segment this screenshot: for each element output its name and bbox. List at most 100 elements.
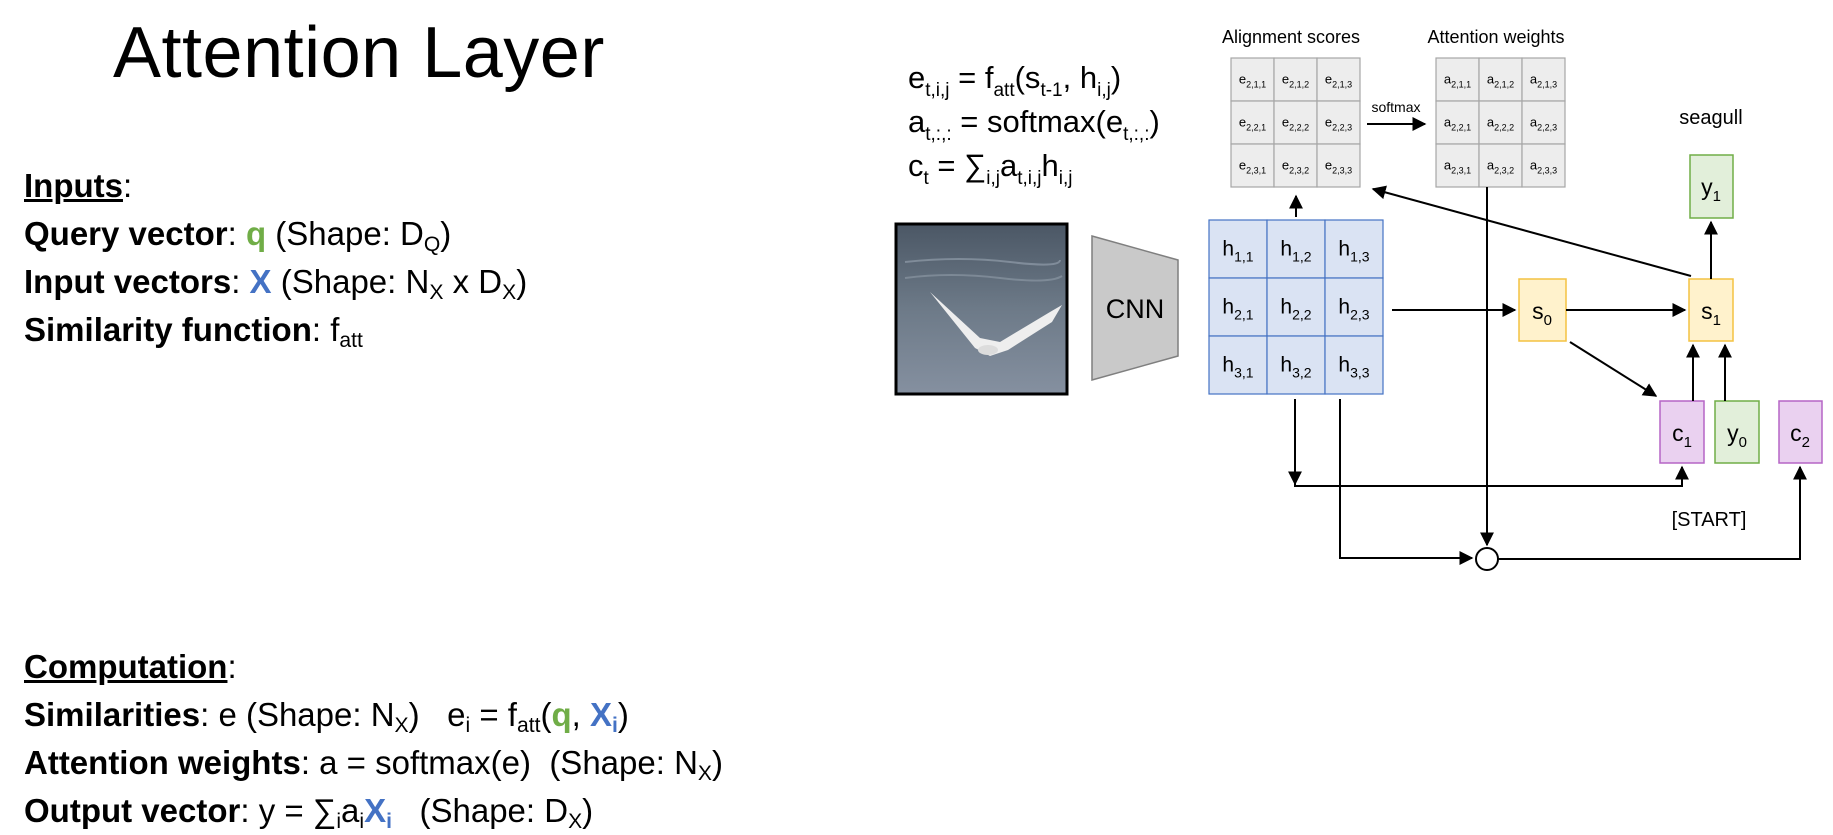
input-vectors-symbol: X: [249, 263, 272, 300]
attention-weight-cell: [1435, 100, 1480, 145]
feature-cell-label: h2,3: [1338, 295, 1369, 322]
equation-alignment: et,i,j = fatt(st-1, hi,j): [908, 60, 1121, 101]
input-shape-close: ): [516, 263, 528, 300]
attention-weight-cell-label: a2,3,2: [1487, 157, 1514, 175]
output-node-y1: [1689, 154, 1734, 219]
s1-label: s1: [1701, 298, 1721, 329]
input-vectors-label: Input vectors: [24, 263, 232, 300]
alignment-score-cell: [1273, 100, 1318, 145]
similarity-f: f: [330, 311, 340, 348]
ov-t1: y = ∑: [258, 792, 337, 829]
input-shape: (Shape: N: [280, 263, 430, 300]
alignment-score-cell-label: e2,2,1: [1239, 114, 1266, 132]
seagull-bird: [930, 292, 1062, 356]
attention-weights-label: Attention weights: [24, 744, 301, 781]
similarity-function-label: Similarity function: [24, 311, 312, 348]
y0-label: y0: [1727, 420, 1747, 451]
alignment-score-cell-label: e2,2,3: [1325, 114, 1352, 132]
aw-t1: a = softmax(e) (Shape: N: [319, 744, 698, 781]
feature-cell-label: h2,1: [1222, 295, 1253, 322]
softmax-label: softmax: [1371, 99, 1420, 115]
slide-title: Attention Layer: [113, 13, 605, 93]
sim-q: q: [551, 696, 572, 733]
sim-t3: = f: [470, 696, 517, 733]
sim-t1: e (Shape: N: [218, 696, 395, 733]
alignment-score-cell-label: e2,3,3: [1325, 157, 1352, 175]
state-node-s0: [1518, 278, 1567, 342]
sim-comma: ,: [571, 696, 590, 733]
sim-s2: i: [465, 713, 471, 737]
output-vector-label: Output vector: [24, 792, 241, 829]
feature-cell-label: h3,2: [1280, 353, 1311, 380]
alignment-score-cell: [1273, 143, 1318, 188]
output-vector-line: Output vector: y = ∑iaiXi (Shape: DX): [24, 792, 594, 833]
context-node-c2: [1778, 400, 1823, 464]
alignment-score-cell: [1316, 57, 1361, 102]
computation-heading-line: Computation:: [24, 648, 237, 685]
ov-x-sub: i: [386, 809, 392, 833]
sim-x-sub: i: [612, 713, 618, 737]
ov-t3: (Shape: D: [391, 792, 569, 829]
alignment-score-cell-label: e2,3,2: [1282, 157, 1309, 175]
input-node-y0: [1714, 400, 1760, 464]
feature-cell: [1266, 335, 1326, 395]
feature-cell: [1266, 277, 1326, 337]
alignment-score-cell: [1316, 143, 1361, 188]
s0-to-c1-arrow: [1569, 341, 1658, 397]
weighted-sum-node: [1475, 547, 1499, 571]
feature-cell: [1266, 219, 1326, 279]
state-node-s1: [1688, 278, 1734, 342]
input-shape-mid: x D: [443, 263, 503, 300]
alignment-score-cell-label: e2,1,1: [1239, 71, 1266, 89]
input-image: [894, 222, 1069, 396]
query-shape-close: ): [440, 215, 452, 252]
computation-heading: Computation: [24, 648, 228, 685]
feature-cell-label: h1,3: [1338, 237, 1369, 264]
similarity-function-line: Similarity function: fatt: [24, 311, 363, 352]
query-shape-sub: Q: [423, 232, 441, 256]
alignment-score-cell: [1230, 100, 1275, 145]
feature-cell: [1208, 277, 1268, 337]
input-shape-sub2: X: [502, 280, 517, 304]
feature-cell-label: h3,3: [1338, 353, 1369, 380]
alignment-score-cell-label: e2,2,2: [1282, 114, 1309, 132]
attention-weight-cell: [1521, 143, 1566, 188]
features-to-combine-path: [1339, 399, 1474, 565]
similarity-f-sub: att: [339, 328, 363, 352]
similarities-label: Similarities: [24, 696, 201, 733]
computation-section: Computation: Similarities: e (Shape: NX)…: [24, 643, 723, 835]
feature-cell-label: h1,2: [1280, 237, 1311, 264]
ov-s3: X: [568, 809, 583, 833]
attention-weight-cell: [1478, 100, 1523, 145]
cnn-label: CNN: [1106, 294, 1165, 324]
query-symbol: q: [245, 215, 267, 252]
alignment-score-cell: [1230, 143, 1275, 188]
c1-label: c1: [1672, 420, 1692, 451]
attention-weights-line: Attention weights: a = softmax(e) (Shape…: [24, 744, 723, 785]
ov-x: X: [364, 792, 387, 829]
sim-close: ): [617, 696, 629, 733]
equations: et,i,j = fatt(st-1, hi,j) at,:,: = softm…: [908, 60, 1160, 189]
attention-weight-cell-label: a2,1,1: [1444, 71, 1471, 89]
output-word: seagull: [1679, 107, 1742, 129]
ov-close: ): [582, 792, 594, 829]
feature-cell-label: h1,1: [1222, 237, 1253, 264]
sim-s1: X: [394, 713, 409, 737]
feature-cell-label: h2,2: [1280, 295, 1311, 322]
attention-weight-cell-label: a2,2,3: [1530, 114, 1557, 132]
attention-weight-cell-label: a2,3,3: [1530, 157, 1557, 175]
feature-cell: [1324, 335, 1384, 395]
similarities-line: Similarities: e (Shape: NX) ei = fatt(q,…: [24, 696, 629, 737]
inputs-section: Inputs: Query vector: q (Shape: DQ) Inpu…: [24, 162, 527, 354]
inputs-heading: Inputs: [24, 167, 123, 204]
feature-cell: [1324, 219, 1384, 279]
alignment-scores-title: Alignment scores: [1222, 27, 1360, 47]
feature-cell: [1324, 277, 1384, 337]
sim-t4: (: [540, 696, 552, 733]
alignment-score-cell-label: e2,1,3: [1325, 71, 1352, 89]
query-shape: (Shape: D: [275, 215, 424, 252]
